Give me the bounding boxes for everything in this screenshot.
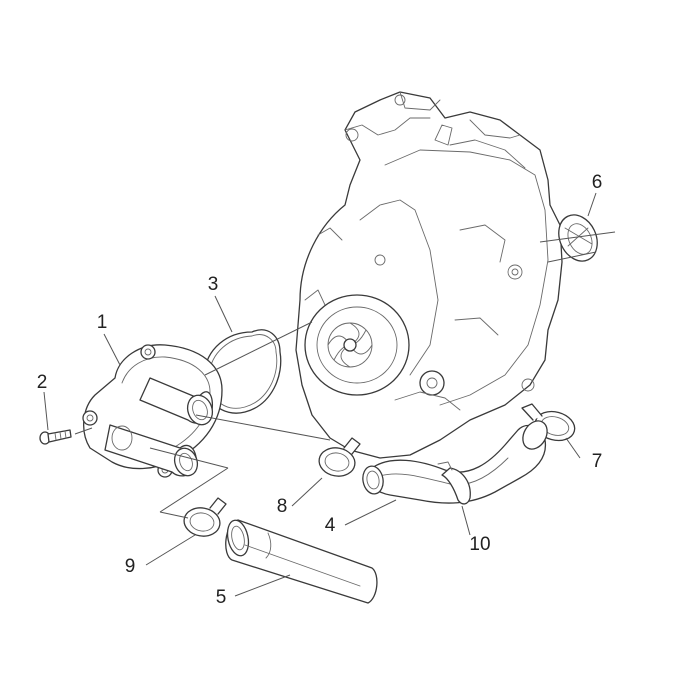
callout-1: 1 — [97, 312, 108, 333]
callout-labels: 1 2 3 4 5 6 7 8 9 10 — [37, 172, 603, 608]
callout-3: 3 — [208, 274, 219, 295]
callout-9: 9 — [125, 556, 136, 577]
callout-2: 2 — [37, 372, 48, 393]
callout-5: 5 — [216, 587, 227, 608]
curved-hose — [362, 420, 548, 505]
hose-clamp-9 — [183, 497, 227, 537]
water-pump-cover — [82, 344, 223, 478]
callout-6: 6 — [592, 172, 603, 193]
engine-cover — [295, 91, 563, 459]
screw — [39, 429, 72, 445]
o-ring-gasket — [203, 329, 282, 414]
straight-hose — [225, 519, 378, 604]
oil-seal — [558, 214, 598, 262]
hose-clamp-10 — [437, 461, 471, 505]
leader-lines — [43, 192, 597, 597]
callout-7: 7 — [592, 451, 603, 472]
callout-10: 10 — [469, 534, 490, 555]
callout-4: 4 — [325, 515, 336, 536]
assembly-lines — [74, 231, 616, 519]
impeller — [327, 322, 373, 368]
hose-clamp-8 — [318, 437, 361, 477]
callout-8: 8 — [277, 496, 288, 517]
